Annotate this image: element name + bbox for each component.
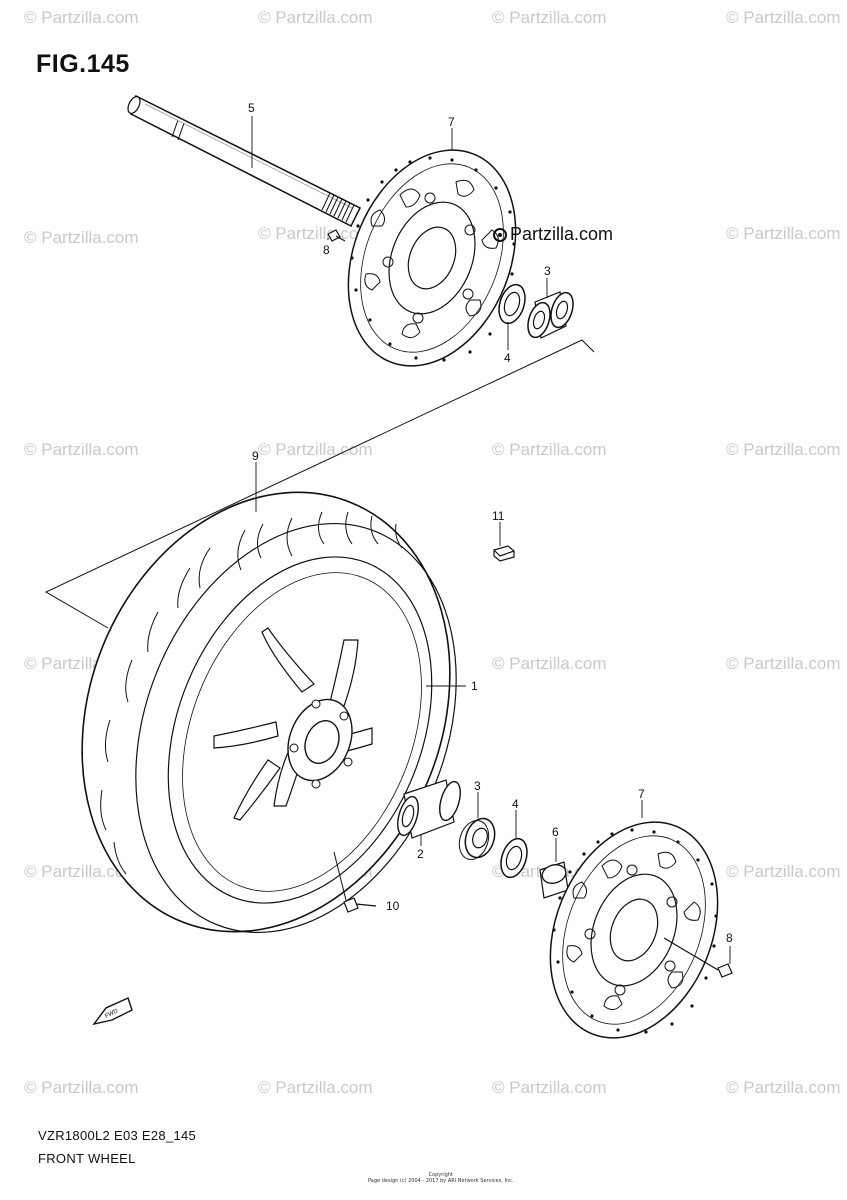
watermark: © Partzilla.com bbox=[492, 8, 607, 27]
callout-4-upper[interactable]: 4 bbox=[504, 351, 511, 365]
fwd-label: FWD bbox=[104, 1008, 120, 1020]
callout-1[interactable]: 1 bbox=[471, 679, 478, 693]
watermark: © Partzilla.com bbox=[492, 440, 607, 459]
assembly-guide-line bbox=[44, 339, 595, 629]
watermark: © Partzilla.com bbox=[492, 1078, 607, 1097]
callout-7-lower[interactable]: 7 bbox=[638, 787, 645, 801]
partzilla-logo[interactable]: Partzilla.com bbox=[493, 224, 613, 245]
watermark: © Partzilla.com bbox=[24, 1078, 139, 1097]
wheel-spacer[interactable] bbox=[394, 779, 464, 839]
copyright-line-1: Copyright bbox=[428, 1172, 453, 1178]
lower-spacer[interactable] bbox=[539, 861, 569, 899]
upper-brake-disc[interactable] bbox=[318, 125, 547, 391]
callout-5[interactable]: 5 bbox=[248, 101, 255, 115]
lower-oil-seal[interactable] bbox=[496, 835, 531, 880]
front-tire[interactable] bbox=[18, 437, 514, 988]
callout-2[interactable]: 2 bbox=[417, 847, 424, 861]
forward-arrow-icon: FWD bbox=[92, 997, 133, 1026]
lower-disc-bolt[interactable] bbox=[663, 937, 733, 978]
copyright-line-2: Page design (c) 2004 - 2017 by ARI Netwo… bbox=[368, 1178, 514, 1184]
copyright-notice: Copyright Page design (c) 2004 - 2017 by… bbox=[368, 1172, 514, 1184]
balancer-weight[interactable] bbox=[493, 545, 515, 562]
watermark: © Partzilla.com bbox=[24, 228, 139, 247]
tire-valve[interactable] bbox=[343, 897, 377, 913]
watermark: © Partzilla.com bbox=[258, 1078, 373, 1097]
model-code: VZR1800L2 E03 E28_145 bbox=[38, 1128, 197, 1143]
figure-title: FIG.145 bbox=[36, 50, 130, 78]
lower-bearing[interactable] bbox=[455, 815, 500, 864]
front-wheel[interactable] bbox=[119, 517, 480, 942]
callout-8-upper[interactable]: 8 bbox=[323, 243, 330, 257]
partzilla-logo-icon bbox=[493, 227, 507, 242]
watermark: © Partzilla.com bbox=[492, 654, 607, 673]
callout-7-upper[interactable]: 7 bbox=[448, 115, 455, 129]
watermark: © Partzilla.com bbox=[258, 224, 373, 243]
lower-brake-disc[interactable] bbox=[520, 797, 749, 1063]
callout-9[interactable]: 9 bbox=[252, 449, 259, 463]
upper-bearing[interactable] bbox=[524, 290, 577, 340]
watermark: © Partzilla.com bbox=[726, 862, 841, 881]
callout-4-lower[interactable]: 4 bbox=[512, 797, 519, 811]
leader-lines bbox=[251, 116, 731, 964]
callout-3-upper[interactable]: 3 bbox=[544, 264, 551, 278]
figure-caption: FRONT WHEEL bbox=[38, 1151, 136, 1166]
callout-8-lower[interactable]: 8 bbox=[726, 931, 733, 945]
watermark: © Partzilla.com bbox=[24, 440, 139, 459]
upper-disc-bolt[interactable] bbox=[327, 229, 346, 242]
watermark: © Partzilla.com bbox=[24, 8, 139, 27]
upper-oil-seal[interactable] bbox=[494, 281, 529, 326]
callout-6[interactable]: 6 bbox=[552, 825, 559, 839]
watermark: © Partzilla.com bbox=[726, 654, 841, 673]
callout-3-lower[interactable]: 3 bbox=[474, 779, 481, 793]
watermark: © Partzilla.com bbox=[24, 862, 139, 881]
watermark: © Partzilla.com bbox=[726, 224, 841, 243]
watermark: © Partzilla.com bbox=[726, 1078, 841, 1097]
callout-10[interactable]: 10 bbox=[386, 899, 400, 913]
watermark: © Partzilla.com bbox=[258, 440, 373, 459]
watermark: © Partzilla.com bbox=[726, 8, 841, 27]
partzilla-logo-text: Partzilla.com bbox=[510, 224, 614, 244]
watermark: © Partzilla.com bbox=[258, 8, 373, 27]
watermark: © Partzilla.com bbox=[726, 440, 841, 459]
callout-11[interactable]: 11 bbox=[492, 509, 505, 523]
front-axle[interactable] bbox=[126, 94, 362, 228]
